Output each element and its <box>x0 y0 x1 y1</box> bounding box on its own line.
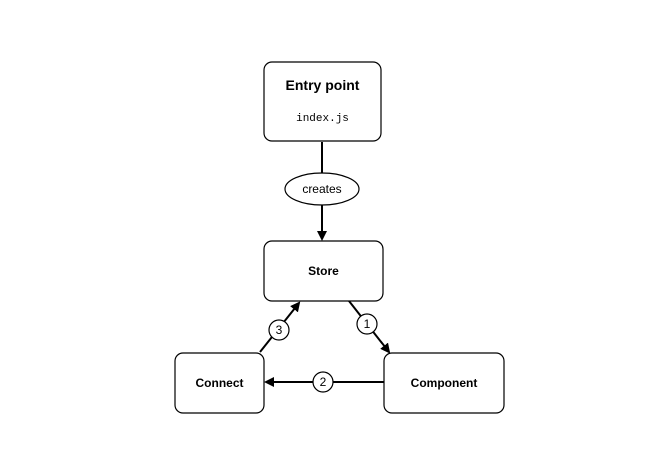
component-node: Component <box>383 352 505 414</box>
step-2-number: 2 <box>320 375 327 389</box>
entry-point-title: Entry point <box>286 77 360 93</box>
step-1-number: 1 <box>364 317 371 331</box>
entry-point-file: index.js <box>296 113 349 125</box>
creates-label: creates <box>284 172 360 206</box>
step-2-badge: 2 <box>312 371 334 393</box>
creates-label-text: creates <box>302 182 341 196</box>
connect-node: Connect <box>174 352 265 414</box>
store-title: Store <box>308 264 339 278</box>
step-1-badge: 1 <box>356 313 378 335</box>
component-title: Component <box>411 376 478 390</box>
store-node: Store <box>263 240 384 302</box>
step-3-number: 3 <box>276 323 283 337</box>
entry-point-node: Entry point index.js <box>263 61 382 142</box>
connect-title: Connect <box>196 376 244 390</box>
step-3-badge: 3 <box>268 319 290 341</box>
